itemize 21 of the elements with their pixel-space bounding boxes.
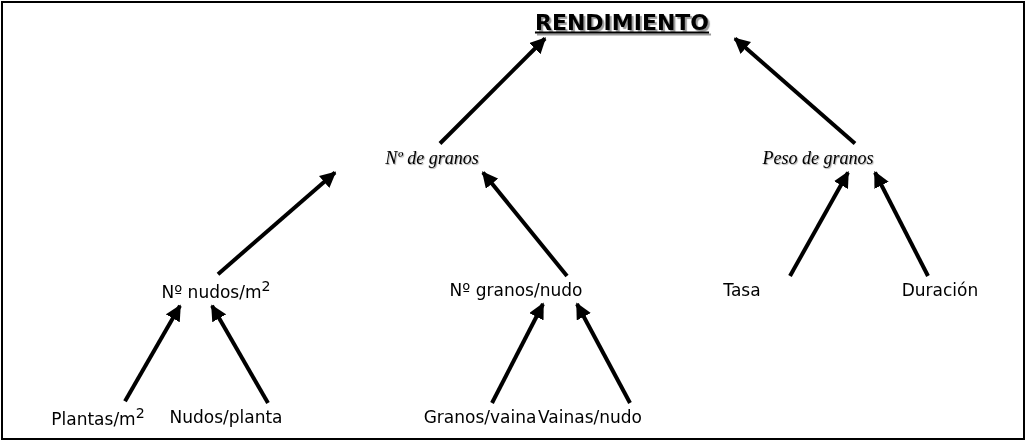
- arrow: [490, 302, 545, 404]
- arrow: [575, 302, 632, 404]
- factor-label: Nº de granos: [385, 147, 479, 169]
- component-label: Nº nudos/m$^{2}$: [161, 278, 271, 302]
- arrow: [481, 171, 569, 278]
- component-label: Duración: [901, 280, 979, 300]
- component-label: Plantas/m$^{2}$: [51, 405, 145, 429]
- factor-label: Peso de granos: [762, 147, 874, 169]
- arrow: [216, 171, 337, 276]
- arrow: [123, 304, 182, 403]
- arrow: [438, 37, 547, 145]
- component-label: Nudos/planta: [169, 407, 283, 427]
- component-label: Granos/vaina: [423, 407, 537, 427]
- arrow: [733, 37, 857, 145]
- arrow: [873, 171, 930, 277]
- arrow: [788, 171, 850, 277]
- component-label: Nº granos/nudo: [449, 280, 583, 300]
- arrow: [210, 304, 270, 404]
- title-text: RENDIMIENTO: [534, 9, 710, 35]
- component-label: Vainas/nudo: [538, 407, 642, 427]
- component-label: Tasa: [723, 280, 761, 300]
